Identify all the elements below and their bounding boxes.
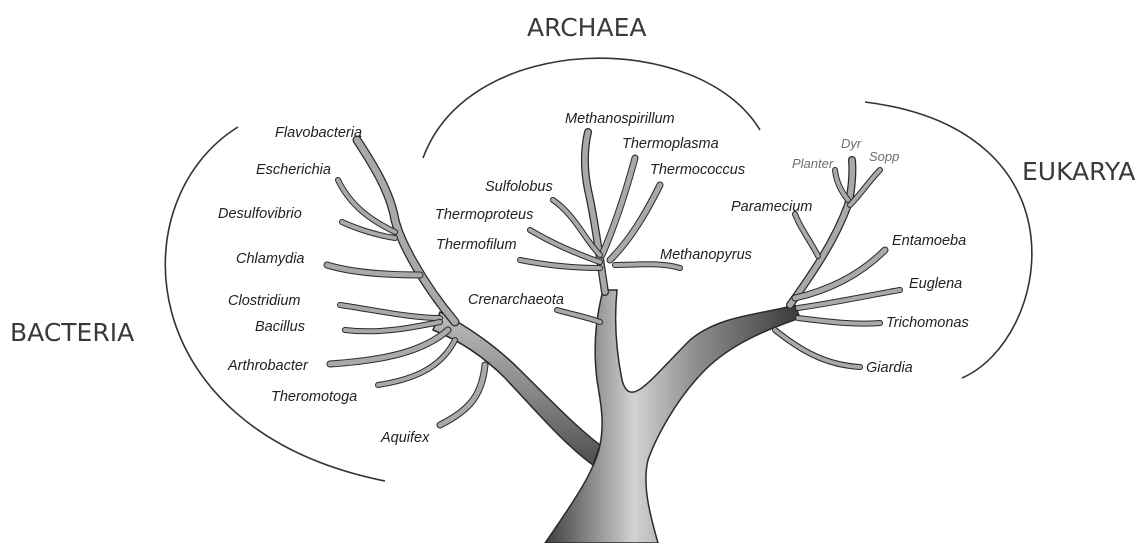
taxon-sopp: Sopp (869, 149, 899, 164)
archaea-label: ARCHAEA (527, 13, 646, 42)
taxon-thermoplasma: Thermoplasma (622, 136, 719, 152)
bacteria-branches (327, 140, 485, 425)
taxon-paramecium: Paramecium (731, 199, 812, 215)
taxon-euglena: Euglena (909, 276, 962, 292)
taxon-entamoeba: Entamoeba (892, 233, 966, 249)
eukarya-label: EUKARYA (1022, 157, 1135, 186)
bacteria-label: BACTERIA (10, 318, 134, 347)
taxon-arthrobacter: Arthrobacter (227, 358, 309, 374)
taxon-crenarchaeota: Crenarchaeota (468, 292, 564, 308)
taxon-theromotoga: Theromotoga (271, 389, 357, 405)
taxon-trichomonas: Trichomonas (886, 315, 969, 331)
bacteria-taxa: Flavobacteria Escherichia Desulfovibrio … (218, 125, 430, 446)
taxon-dyr: Dyr (841, 136, 862, 151)
taxon-thermoproteus: Thermoproteus (435, 207, 533, 223)
taxon-escherichia: Escherichia (256, 162, 331, 178)
taxon-thermofilum: Thermofilum (436, 237, 517, 253)
eukarya-branches (775, 160, 900, 367)
taxon-clostridium: Clostridium (228, 293, 301, 309)
bacteria-limb (433, 312, 600, 465)
taxon-planter: Planter (792, 156, 834, 171)
tree-trunk (545, 290, 800, 543)
taxon-giardia: Giardia (866, 360, 913, 376)
taxon-aquifex: Aquifex (380, 430, 430, 446)
taxon-flavobacteria: Flavobacteria (275, 125, 362, 141)
taxon-bacillus: Bacillus (255, 319, 305, 335)
taxon-desulfovibrio: Desulfovibrio (218, 206, 302, 222)
taxon-methanospirillum: Methanospirillum (565, 111, 675, 127)
taxon-thermococcus: Thermococcus (650, 162, 745, 178)
taxon-chlamydia: Chlamydia (236, 251, 305, 267)
taxon-sulfolobus: Sulfolobus (485, 179, 553, 195)
taxon-methanopyrus: Methanopyrus (660, 247, 752, 263)
